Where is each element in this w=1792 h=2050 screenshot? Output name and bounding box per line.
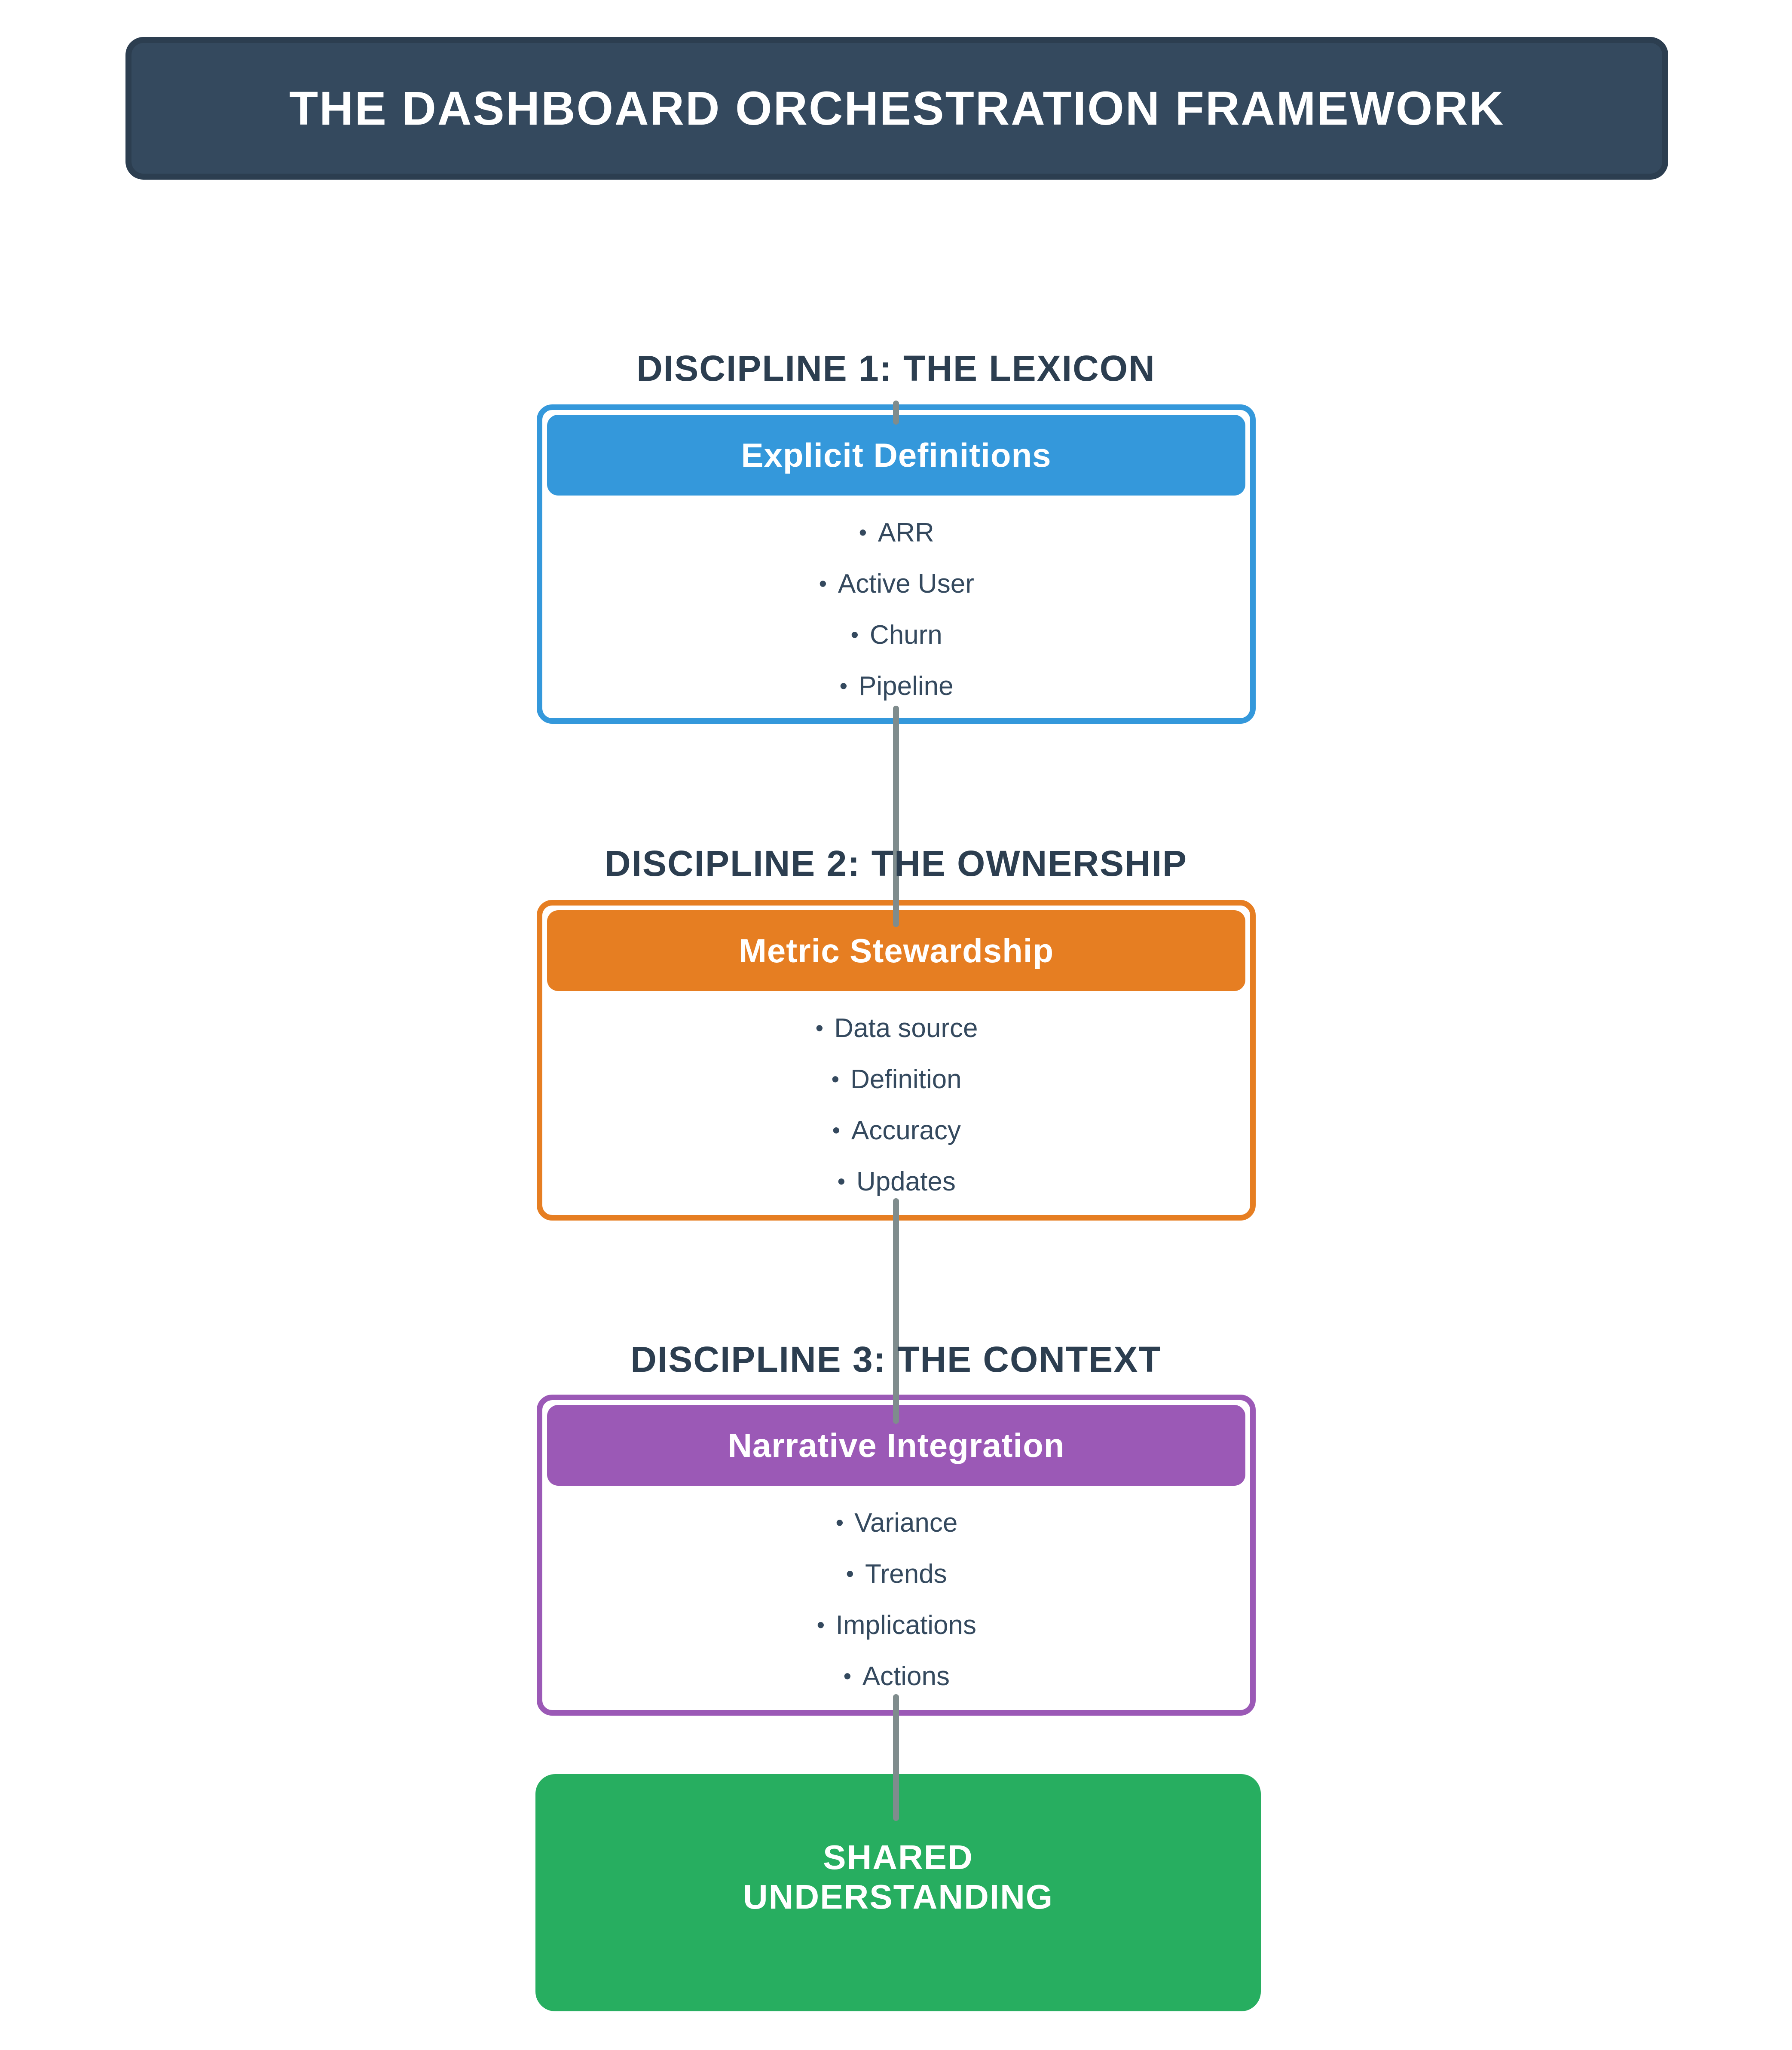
card-title: Narrative Integration: [728, 1426, 1065, 1464]
card-narrative-integration: Narrative Integration •Variance •Trends …: [537, 1395, 1256, 1716]
list-item: • Updates: [542, 1156, 1250, 1207]
card-title: Metric Stewardship: [738, 931, 1054, 970]
list-item: • Actions: [542, 1651, 1250, 1702]
card-explicit-definitions: Explicit Definitions • ARR • Active User •…: [537, 404, 1256, 724]
bullet-icon: •: [837, 1169, 846, 1194]
bullet-icon: •: [846, 1561, 854, 1587]
page-title: THE DASHBOARD ORCHESTRATION FRAMEWORK: [289, 82, 1505, 135]
list-item: • Implications: [542, 1600, 1250, 1651]
connector-line-2: [893, 1198, 899, 1424]
bullet-icon: •: [819, 571, 827, 597]
item-label: Implications: [835, 1610, 977, 1640]
bullet-icon: •: [816, 1612, 825, 1638]
bullet-icon: •: [839, 673, 848, 699]
connector-stub: [893, 401, 899, 425]
item-label: ARR: [878, 518, 934, 548]
item-label: Accuracy: [851, 1116, 961, 1145]
list-item: • Active User: [542, 558, 1250, 609]
section-heading-lexicon: DISCIPLINE 1: THE LEXICON: [636, 348, 1156, 389]
bullet-icon: •: [850, 622, 859, 648]
item-label: Pipeline: [859, 671, 954, 701]
item-label: Data source: [834, 1013, 978, 1043]
item-label: Definition: [850, 1065, 962, 1094]
card-header: Explicit Definitions: [547, 415, 1245, 496]
bullet-icon: •: [832, 1067, 840, 1092]
card-title: Explicit Definitions: [741, 436, 1052, 474]
card-metric-stewardship: Metric Stewardship • Data source • Definit…: [537, 900, 1256, 1221]
result-label-line1: SHARED: [823, 1838, 973, 1876]
result-label: SHARED UNDERSTANDING: [743, 1838, 1053, 1917]
connector-line-1: [893, 706, 899, 927]
list-item: • Pipeline: [542, 661, 1250, 712]
item-label: Churn: [869, 620, 942, 650]
bullet-icon: •: [832, 1118, 841, 1143]
item-label: Actions: [862, 1661, 950, 1691]
result-box-shared-understanding: SHARED UNDERSTANDING: [535, 1774, 1261, 2011]
bullet-icon: •: [835, 1510, 844, 1536]
bullet-icon: •: [843, 1664, 852, 1689]
section-heading-context: DISCIPLINE 3: THE CONTEXT: [630, 1339, 1162, 1380]
item-label: Updates: [856, 1167, 956, 1196]
bullet-icon: •: [859, 520, 867, 545]
bullet-icon: •: [815, 1016, 823, 1041]
item-label: Active User: [838, 569, 974, 599]
connector-line-3: [893, 1694, 899, 1821]
list-item: • Accuracy: [542, 1105, 1250, 1156]
item-label: Variance: [854, 1508, 958, 1538]
item-label: Trends: [865, 1559, 947, 1589]
list-item: • Trends: [542, 1548, 1250, 1600]
item-list: •Data source •Definition •Accuracy •Upda…: [542, 996, 1250, 1207]
section-heading-ownership: DISCIPLINE 2: THE OWNERSHIP: [604, 843, 1188, 884]
list-item: • Variance: [542, 1497, 1250, 1548]
item-list: •Variance •Trends •Implications •Actions: [542, 1490, 1250, 1702]
list-item: • ARR: [542, 507, 1250, 558]
list-item: • Churn: [542, 609, 1250, 661]
result-label-line2: UNDERSTANDING: [743, 1878, 1054, 1916]
title-bar: THE DASHBOARD ORCHESTRATION FRAMEWORK: [125, 37, 1668, 180]
list-item: • Data source: [542, 1003, 1250, 1054]
list-item: • Definition: [542, 1054, 1250, 1105]
item-list: •ARR •Active User •Churn •Pipeline: [542, 500, 1250, 712]
